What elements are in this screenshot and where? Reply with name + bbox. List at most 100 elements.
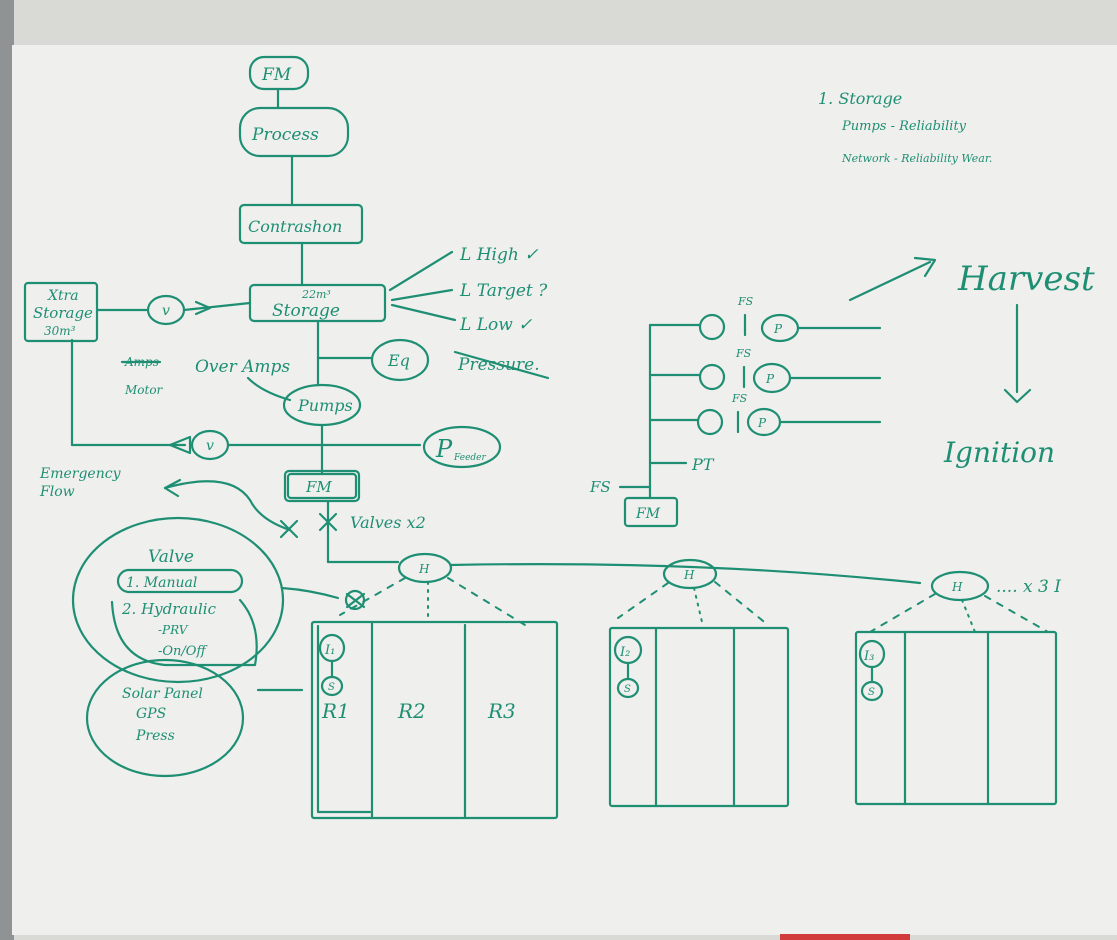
hub-branch <box>984 595 1049 633</box>
pump-label-2: P <box>765 372 775 386</box>
pump-label-3: P <box>757 416 767 430</box>
row-r3-label: R3 <box>487 699 516 723</box>
hub-branch <box>714 581 769 626</box>
level-low-label: L Low ✓ <box>459 315 532 335</box>
pressure-sub: Feeder <box>453 453 486 463</box>
xtra-storage-line1: Xtra <box>47 288 79 304</box>
hub-1-label: H <box>418 562 430 576</box>
hub-2-label: H <box>683 568 695 582</box>
fs-label-2: FS <box>735 347 752 360</box>
fs-label-1: FS <box>737 295 754 308</box>
hub-trunk <box>449 563 922 585</box>
row-group-1 <box>310 620 559 820</box>
row1-s-label: S <box>328 682 335 693</box>
valve-arrow <box>168 435 192 455</box>
fm-mid-node <box>286 472 358 500</box>
connector <box>182 301 252 312</box>
note-line1: 1. Storage <box>818 89 902 108</box>
contraction-label: Contrashon <box>248 217 342 236</box>
storage-volume: 22m³ <box>301 288 331 301</box>
valve-symbol <box>696 408 724 436</box>
row3-i-label: I₃ <box>863 649 874 664</box>
pumps-label: Pumps <box>297 396 353 415</box>
row1-s-node <box>320 675 344 697</box>
valve-note-item1: 1. Manual <box>126 575 197 591</box>
pt-label: PT <box>691 455 715 474</box>
board-edge <box>0 0 14 940</box>
hub-branch <box>447 577 526 626</box>
fs-label-3: FS <box>731 392 748 405</box>
row-group-3 <box>854 630 1058 806</box>
valve-symbol <box>698 363 726 391</box>
row-group-2 <box>608 626 790 808</box>
harvest-arrow <box>848 260 932 302</box>
note-line3: Network - Reliability Wear. <box>841 152 992 165</box>
level-branch <box>390 288 454 302</box>
hub-branch <box>961 599 976 633</box>
hub-1 <box>397 552 453 584</box>
emergency-flow-arrow <box>163 480 292 532</box>
hub-branch <box>617 582 669 619</box>
valve-symbol <box>698 313 726 341</box>
ignition-label: Ignition <box>943 436 1055 469</box>
valve-note-bracket <box>110 598 258 667</box>
level-branch <box>388 250 454 292</box>
strikeout <box>453 350 550 380</box>
valve-note-pointer <box>280 586 340 600</box>
level-target-label: L Target ? <box>459 281 548 301</box>
fm-mid-label: FM <box>305 478 332 496</box>
level-high-label: L High ✓ <box>459 245 538 265</box>
valve-note-sub2: -On/Off <box>158 644 208 659</box>
eq-node <box>370 338 430 382</box>
over-amps-label: Over Amps <box>195 357 290 377</box>
valve-label: v <box>162 303 170 319</box>
pressure-symbol: P <box>435 435 453 463</box>
valve-cross <box>279 519 299 539</box>
row3-s-label: S <box>868 687 875 698</box>
storage-label: Storage <box>272 301 340 321</box>
note-line2: Pumps - Reliability <box>841 119 967 134</box>
valve-label-2: v <box>206 438 214 454</box>
hub-2 <box>662 558 718 590</box>
emergency-line1: Emergency <box>39 466 122 482</box>
row2-s-node <box>616 677 640 699</box>
row-highlight <box>316 624 372 814</box>
valve-symbol <box>344 589 366 611</box>
hub-3 <box>930 570 990 602</box>
row-r2-label: R2 <box>397 699 426 723</box>
solar-note-line2: GPS <box>136 706 166 722</box>
ignition-arrow-head <box>1003 388 1032 404</box>
xtra-storage-node <box>23 281 99 343</box>
fm-mid-frame <box>283 469 361 503</box>
valve-note-bubble <box>71 516 285 684</box>
marker-tray-item <box>780 934 910 940</box>
fm-top-label: FM <box>261 65 292 85</box>
row2-s-label: S <box>624 684 631 695</box>
row1-i-label: I₁ <box>324 643 335 658</box>
solar-note-line3: Press <box>135 728 175 744</box>
xtra-storage-line2: Storage <box>33 304 93 322</box>
solar-note-line1: Solar Panel <box>122 686 203 702</box>
fm-right-label: FM <box>635 506 661 522</box>
row2-i-label: I₂ <box>619 645 630 660</box>
harvest-arrow-head <box>913 256 937 278</box>
whiteboard-surface <box>12 45 1117 935</box>
solar-note-bubble <box>85 658 245 778</box>
valve-note-item1-oval <box>116 568 244 594</box>
hub-branch <box>693 587 703 623</box>
process-node <box>238 106 350 158</box>
fs-label-4: FS <box>589 478 611 496</box>
emergency-arrow-head <box>163 478 182 498</box>
process-label: Process <box>251 125 319 145</box>
hub-repeat-label: .... x 3 I <box>996 577 1061 597</box>
fm-right-node <box>623 496 679 528</box>
hub-branch <box>869 593 936 633</box>
level-branch <box>390 303 457 322</box>
valve-note-sub1: -PRV <box>158 623 189 637</box>
row3-s-node <box>860 680 884 702</box>
motor-label: Motor <box>124 383 164 397</box>
pump-label-1: P <box>773 322 783 336</box>
valve-note-item2: 2. Hydraulic <box>121 600 217 618</box>
